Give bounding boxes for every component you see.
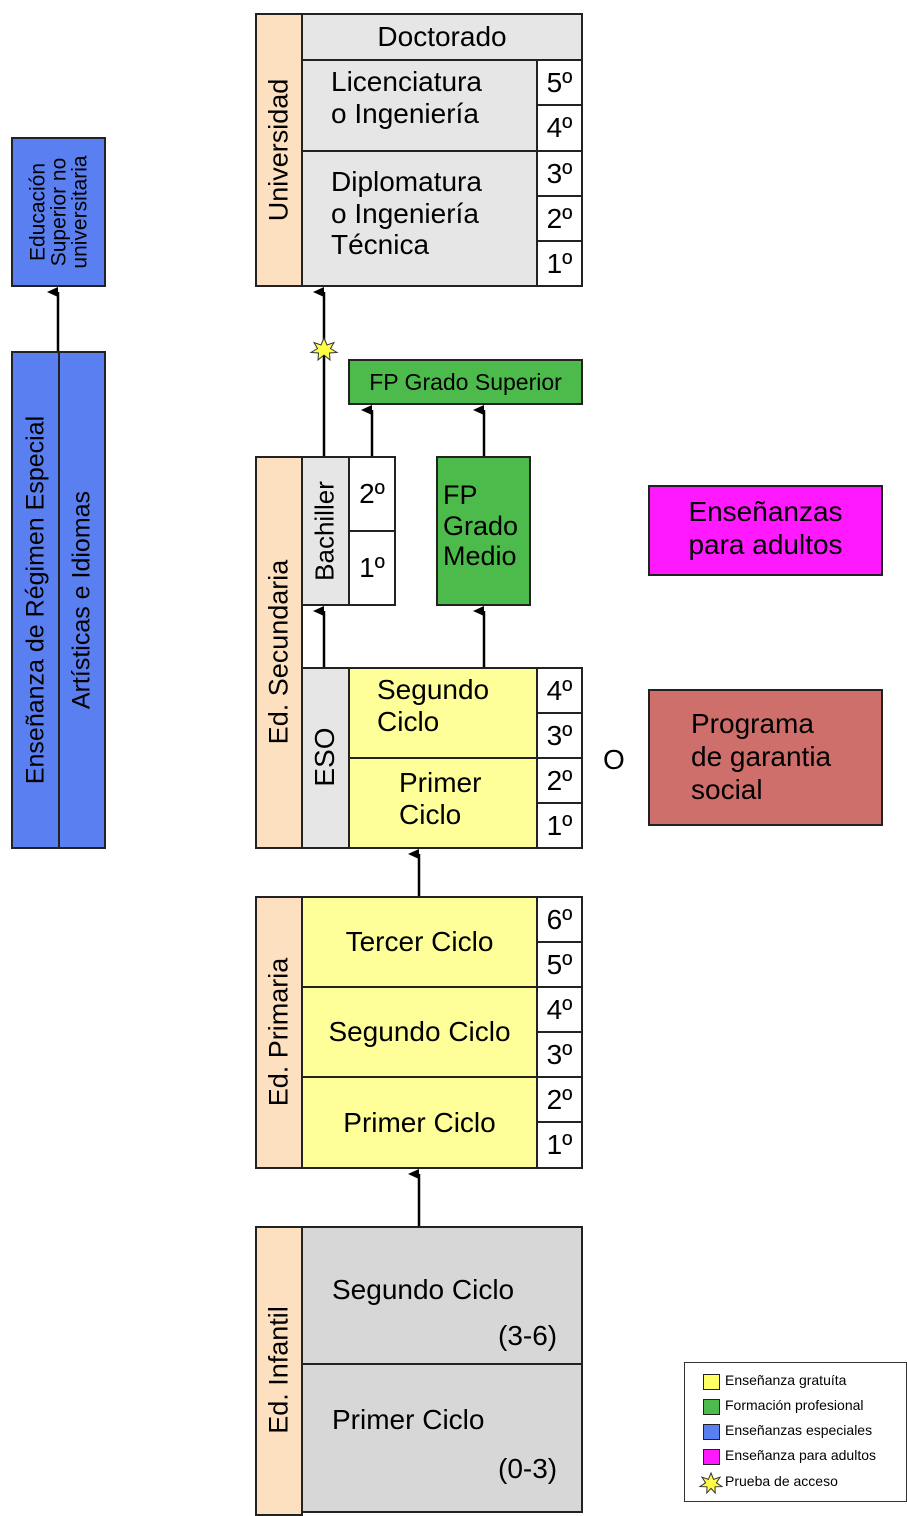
infant-second-cycle-box bbox=[301, 1226, 583, 1365]
infant-second-cycle-range: (3-6) bbox=[498, 1320, 558, 1351]
eso-year-2: 2º bbox=[536, 757, 583, 804]
legend-label-vocational: Formación profesional bbox=[725, 1397, 864, 1413]
diplomatura-box bbox=[301, 150, 538, 287]
secondary-side bbox=[255, 456, 303, 849]
university-year-4: 4º bbox=[536, 104, 583, 152]
bachiller-year-1: 1º bbox=[348, 530, 396, 606]
primary-second-cycle: Segundo Ciclo bbox=[301, 986, 538, 1078]
legend bbox=[684, 1362, 907, 1502]
licenciatura-label: Licenciatura o Ingeniería bbox=[331, 66, 482, 129]
access-test-star-icon bbox=[309, 336, 339, 362]
adults-education-box bbox=[648, 485, 883, 576]
primary-year-4: 4º bbox=[536, 986, 583, 1033]
infant-first-cycle-label: Primer Ciclo bbox=[332, 1404, 485, 1435]
doctorado-label: Doctorado bbox=[377, 21, 507, 53]
fp-medio-box bbox=[436, 456, 531, 606]
diplomatura-label: Diplomatura o Ingeniería Técnica bbox=[331, 166, 482, 261]
legend-label-free: Enseñanza gratuíta bbox=[725, 1372, 847, 1388]
eso-year-1: 1º bbox=[536, 802, 583, 849]
higher-non-university-box bbox=[11, 137, 106, 287]
eso-first-cycle-label: Primer Ciclo bbox=[399, 767, 482, 830]
bachiller-year-2: 2º bbox=[348, 456, 396, 532]
social-guarantee-box bbox=[648, 689, 883, 826]
primary-year-2: 2º bbox=[536, 1076, 583, 1123]
primary-first-cycle: Primer Ciclo bbox=[301, 1076, 538, 1169]
legend-swatch-free bbox=[703, 1374, 720, 1390]
university-year-3: 3º bbox=[536, 150, 583, 197]
eso-second-cycle-label: Segundo Ciclo bbox=[377, 674, 490, 737]
social-guarantee-label: Programa de garantia social bbox=[691, 708, 832, 805]
university-year-1: 1º bbox=[536, 240, 583, 287]
primary-year-1: 1º bbox=[536, 1121, 583, 1169]
primary-year-6: 6º bbox=[536, 896, 583, 943]
legend-swatch-special bbox=[703, 1424, 720, 1440]
legend-label-special: Enseñanzas especiales bbox=[725, 1422, 873, 1438]
special-regime-col2 bbox=[58, 351, 106, 849]
legend-swatch-vocational bbox=[703, 1399, 720, 1415]
or-label: O bbox=[603, 744, 625, 775]
legend-label-access-test: Prueba de acceso bbox=[725, 1473, 838, 1489]
primary-year-5: 5º bbox=[536, 941, 583, 988]
legend-swatch-adults bbox=[703, 1449, 720, 1465]
special-regime-col1 bbox=[11, 351, 60, 849]
star-icon bbox=[698, 1472, 724, 1494]
fp-medio-label: FP Grado Medio bbox=[443, 480, 519, 571]
fp-superior-box: FP Grado Superior bbox=[348, 359, 583, 405]
eso-year-4: 4º bbox=[536, 667, 583, 714]
legend-label-adults: Enseñanza para adultos bbox=[725, 1447, 876, 1463]
infant-first-cycle-range: (0-3) bbox=[498, 1453, 558, 1484]
licenciatura-box bbox=[301, 59, 538, 152]
infant-second-cycle-label: Segundo Ciclo bbox=[332, 1274, 515, 1305]
adults-education-label: Enseñanzas para adultos bbox=[688, 496, 843, 560]
university-year-2: 2º bbox=[536, 195, 583, 242]
